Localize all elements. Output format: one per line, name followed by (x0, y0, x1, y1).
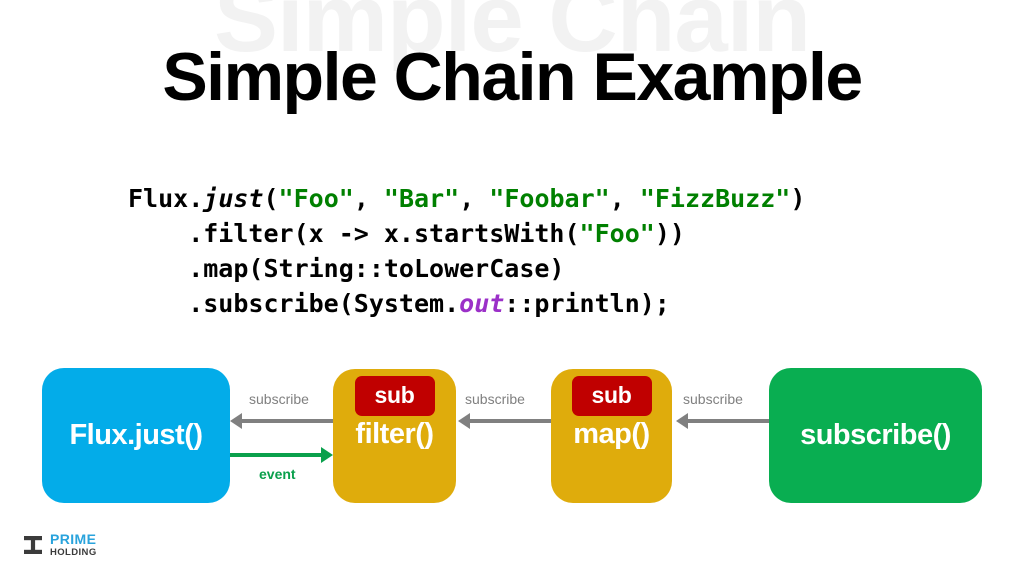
arrow-line-subscribe-to-map (686, 419, 769, 423)
arrow-head-flux-to-filter-event (321, 447, 333, 463)
node-subscribe[interactable]: subscribe() (769, 368, 982, 503)
arrow-label-map-to-filter: subscribe (465, 391, 525, 407)
code-line: .subscribe(System.out::println); (128, 286, 805, 321)
map-sub-badge: sub (571, 376, 652, 416)
code-token: "Bar" (383, 184, 460, 213)
prime-holding-logo: PRIME HOLDING (22, 532, 97, 558)
filter-sub-badge: sub (354, 376, 435, 416)
node-map-label: map() (573, 418, 650, 450)
arrow-head-map-to-filter (458, 413, 470, 429)
arrow-line-filter-to-flux (242, 419, 333, 423)
code-token: "Foo" (278, 184, 354, 213)
arrow-label-filter-to-flux: subscribe (249, 391, 309, 407)
arrow-head-filter-to-flux (230, 413, 242, 429)
node-filter[interactable]: sub filter() (333, 369, 456, 503)
code-token: )) (654, 219, 685, 248)
code-token: "FizzBuzz" (639, 184, 791, 213)
code-token: .subscribe(System. (128, 289, 460, 318)
code-token: Flux. (128, 184, 204, 213)
code-token: just (203, 184, 264, 213)
arrow-label-subscribe-to-map: subscribe (683, 391, 743, 407)
node-map[interactable]: sub map() (551, 369, 672, 503)
ibeam-logo-icon (22, 534, 44, 556)
code-line: Flux.just("Foo", "Bar", "Foobar", "FizzB… (128, 181, 805, 216)
code-line: .map(String::toLowerCase) (128, 251, 805, 286)
code-token: , (353, 184, 384, 213)
code-token: "Foo" (579, 219, 655, 248)
arrow-head-subscribe-to-map (676, 413, 688, 429)
node-flux-just-label: Flux.just() (69, 419, 203, 451)
page-title: Simple Chain Example (162, 39, 863, 115)
arrow-label-event: event (259, 466, 296, 482)
node-filter-label: filter() (355, 418, 434, 450)
node-flux-just[interactable]: Flux.just() (42, 368, 230, 503)
code-token: ) (790, 184, 806, 213)
code-line: .filter(x -> x.startsWith("Foo")) (128, 216, 805, 251)
code-token: out (459, 289, 505, 318)
watermark-heading: Simple Chain (213, 0, 811, 72)
arrow-line-flux-to-filter-event (230, 453, 321, 457)
code-token: "Foobar" (489, 184, 610, 213)
code-token: , (459, 184, 490, 213)
code-token: ::println); (504, 289, 670, 318)
code-token: .filter(x -> x.startsWith( (128, 219, 580, 248)
node-subscribe-label: subscribe() (800, 419, 951, 451)
code-token: .map(String::toLowerCase) (128, 254, 565, 283)
code-token: , (609, 184, 640, 213)
code-token: ( (263, 184, 279, 213)
logo-primary-text: PRIME (50, 531, 97, 547)
logo-secondary-text: HOLDING (50, 547, 97, 558)
arrow-line-map-to-filter (468, 419, 551, 423)
code-block: Flux.just("Foo", "Bar", "Foobar", "FizzB… (128, 181, 805, 321)
